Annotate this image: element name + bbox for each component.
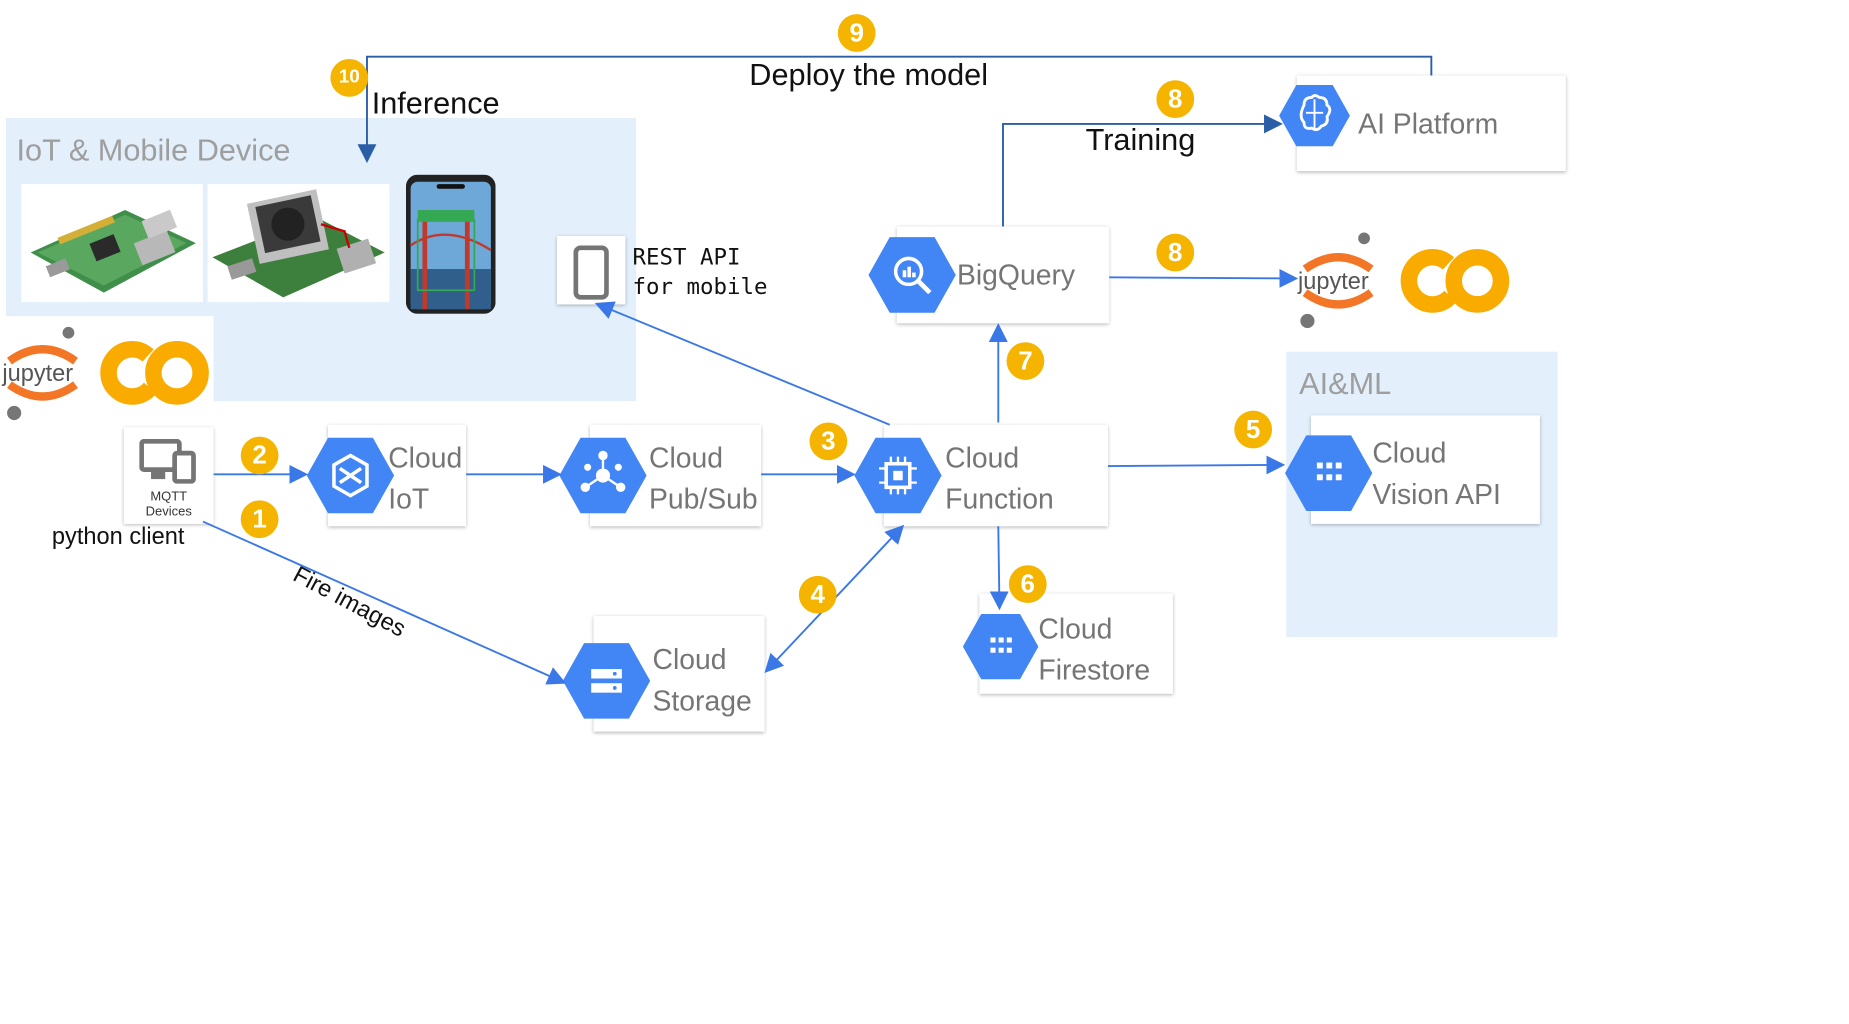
training-label: Training	[1085, 121, 1196, 157]
arrow-deploy-inference	[357, 55, 1433, 164]
vision-grid-icon	[1285, 430, 1373, 517]
step-badge-1: 1	[240, 500, 279, 539]
arrow-bigquery-to-jupyter	[1109, 268, 1299, 288]
step-badge-7: 7	[1006, 342, 1045, 380]
step-badge-8-jupyter: 8	[1156, 233, 1195, 272]
cloud-function-label: Cloud Function	[945, 442, 1054, 516]
jupyter-colab-logos-left: jupyter	[0, 316, 214, 423]
step-badge-5: 5	[1234, 410, 1273, 449]
arrow-mqtt-to-storage	[202, 520, 567, 685]
raspberry-pi-photo	[21, 184, 203, 303]
step-badge-6: 6	[1008, 565, 1047, 603]
cloud-iot-label: Cloud IoT	[388, 442, 463, 516]
step-badge-4: 4	[798, 575, 837, 614]
jupyter-logo-text: jupyter	[1, 360, 73, 386]
pubsub-icon	[559, 432, 647, 519]
step-badge-10: 10	[330, 58, 369, 97]
arrow-function-to-vision	[1108, 455, 1286, 475]
bigquery-label: BigQuery	[956, 259, 1076, 292]
firestore-grid-icon	[962, 609, 1039, 685]
jupyter-logo-text-right: jupyter	[1297, 268, 1369, 294]
step-badge-8-training: 8	[1156, 80, 1195, 118]
phone-icon	[573, 245, 609, 300]
rest-api-label: REST API for mobile	[632, 244, 768, 300]
vision-api-label: Cloud Vision API	[1372, 437, 1501, 511]
devices-icon	[139, 438, 198, 484]
storage-icon	[562, 637, 651, 724]
functions-chip-icon	[854, 432, 942, 519]
bigquery-magnifier-icon	[868, 231, 956, 318]
mqtt-devices-label: MQTT Devices	[145, 489, 192, 520]
inference-label: Inference	[371, 84, 500, 121]
arrow-bigquery-to-ai-platform	[1002, 114, 1283, 227]
arrow-function-to-mobile	[594, 301, 891, 426]
deploy-model-label: Deploy the model	[749, 56, 989, 93]
jupyter-colab-logos-right: jupyter	[1293, 231, 1512, 330]
step-badge-2: 2	[240, 436, 279, 475]
coral-dev-board-photo	[207, 184, 390, 303]
firestore-label: Cloud Firestore	[1038, 613, 1151, 687]
iot-core-icon	[306, 432, 395, 519]
iot-region-label: IoT & Mobile Device	[16, 132, 291, 168]
python-client-label: python client	[51, 523, 185, 550]
aiml-region-label: AI&ML	[1299, 365, 1392, 402]
cloud-storage-label: Cloud Storage	[652, 644, 752, 718]
step-badge-9: 9	[837, 14, 876, 52]
smartphone-app-photo	[405, 174, 496, 314]
brain-icon	[1279, 80, 1350, 151]
ai-platform-label: AI Platform	[1358, 108, 1499, 141]
pubsub-label: Cloud Pub/Sub	[649, 442, 758, 516]
arrow-function-to-firestore	[989, 526, 1009, 611]
step-badge-3: 3	[809, 422, 848, 461]
